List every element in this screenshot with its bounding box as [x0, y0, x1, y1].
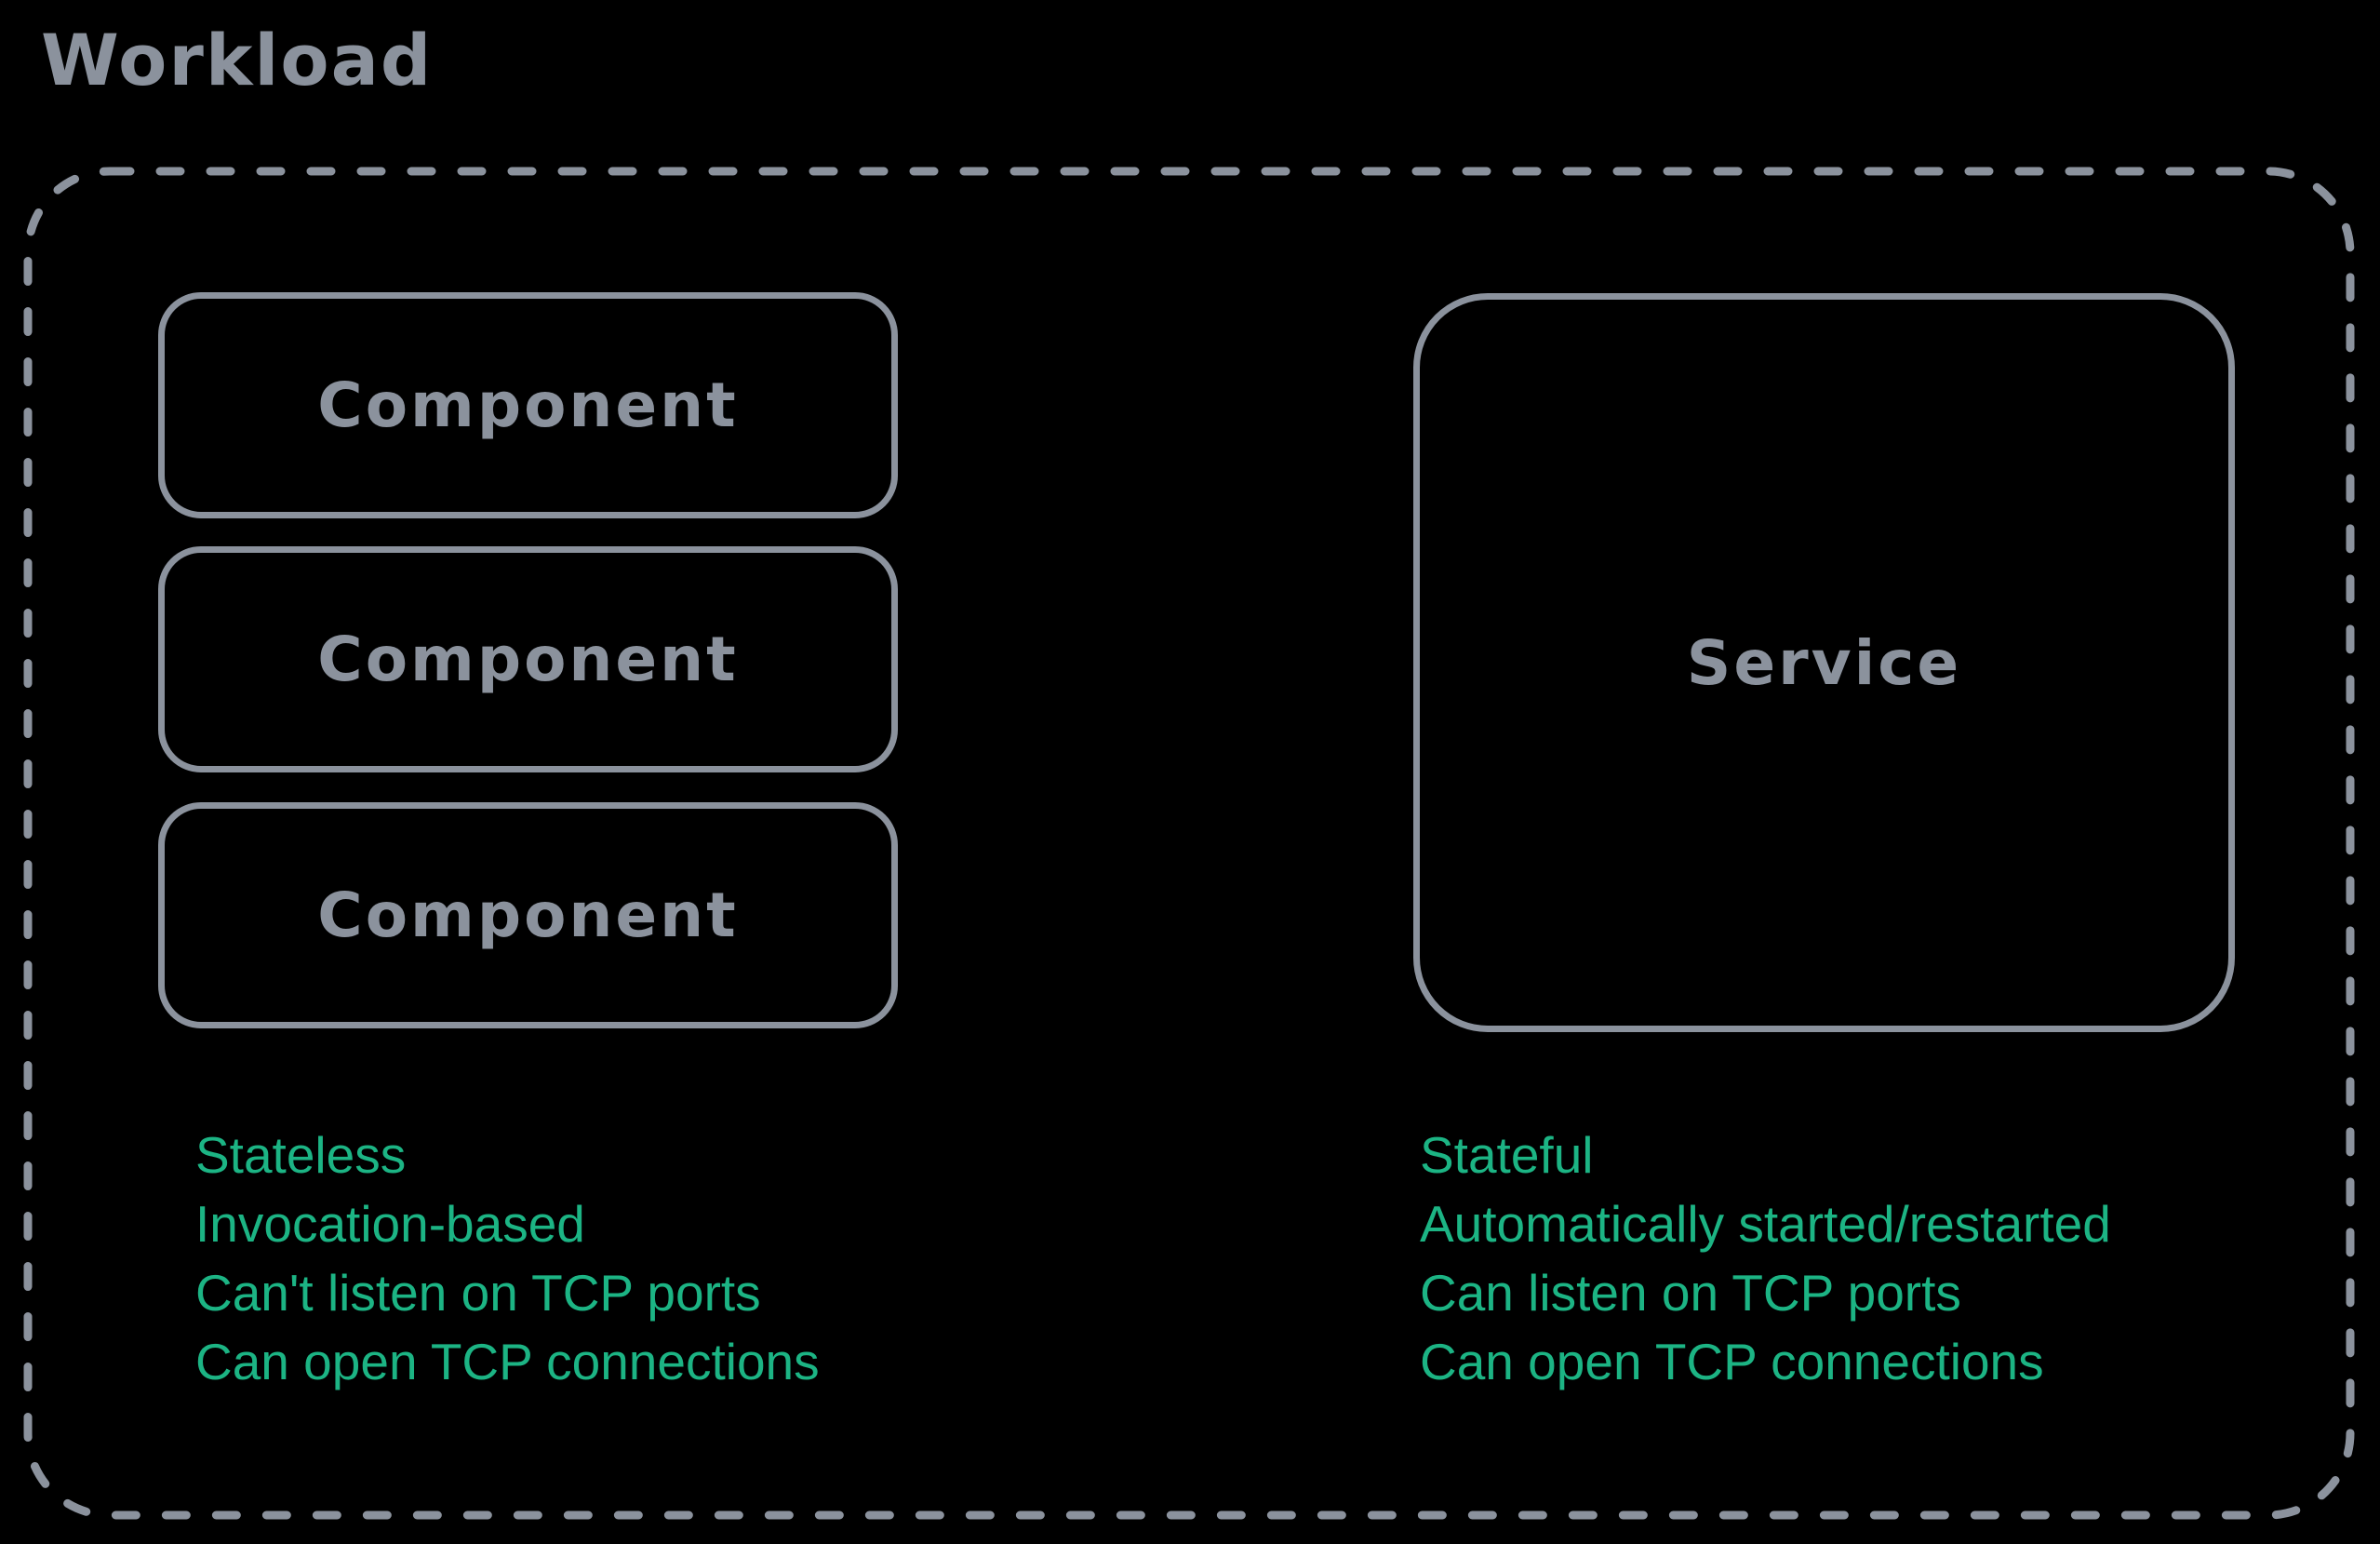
service-trait: Automatically started/restarted	[1420, 1195, 2111, 1253]
component-label: Component	[317, 624, 739, 695]
service-box: Service	[1413, 293, 2235, 1032]
component-trait: Invocation-based	[195, 1195, 585, 1253]
dashed-boundary-rect	[23, 167, 2355, 1520]
component-trait: Can open TCP connections	[195, 1333, 820, 1390]
workload-dashed-boundary	[23, 167, 2355, 1520]
component-label: Component	[317, 369, 739, 441]
service-trait: Can listen on TCP ports	[1420, 1264, 1961, 1322]
component-label: Component	[317, 879, 739, 951]
workload-title: Workload	[41, 19, 434, 101]
service-trait: Can open TCP connections	[1420, 1333, 2044, 1390]
component-box: Component	[158, 292, 898, 518]
component-box: Component	[158, 802, 898, 1028]
service-traits-list: Stateful Automatically started/restarted…	[1420, 1121, 2111, 1396]
service-trait: Stateful	[1420, 1126, 1594, 1184]
component-traits-list: Stateless Invocation-based Can't listen …	[195, 1121, 820, 1396]
component-trait: Stateless	[195, 1126, 407, 1184]
component-box: Component	[158, 546, 898, 772]
service-label: Service	[1686, 626, 1962, 699]
component-trait: Can't listen on TCP ports	[195, 1264, 761, 1322]
